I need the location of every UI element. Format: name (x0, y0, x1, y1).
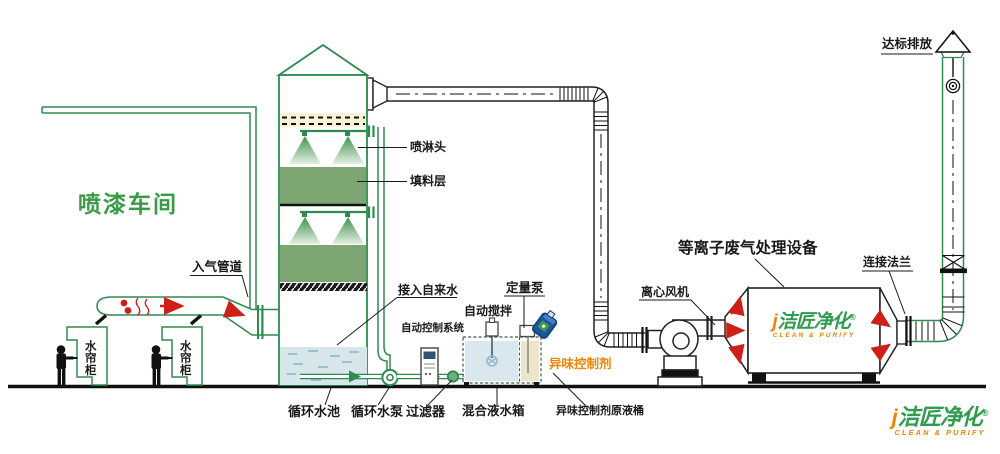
filter-label: 过滤器 (406, 404, 446, 419)
demister-band (280, 113, 366, 127)
flow-arrow (728, 343, 745, 365)
fan-label: 离心风机 (641, 285, 690, 299)
stirrer (485, 317, 499, 367)
brand-logo: j洁匠净化® CLEAN & PURIFY (760, 308, 868, 340)
circulating-pool (280, 347, 367, 385)
logo-tagline: CLEAN & PURIFY (772, 332, 856, 340)
main-exhaust-duct (386, 86, 648, 353)
exhaust-stack (905, 29, 972, 346)
tower-outlet-cone (366, 77, 388, 111)
metering-pump-label: 定量泵 (506, 281, 544, 295)
agent-barrel-label: 异味控制剂原液桶 (556, 405, 644, 417)
filter-unit (446, 370, 460, 383)
logo-name: 洁匠净化 (777, 311, 851, 333)
auto-control-label: 自动控制系统 (401, 322, 464, 334)
workshop-title: 喷漆车间 (78, 191, 178, 217)
spray-cone (332, 217, 364, 244)
brand-logo-corner: j洁匠净化® CLEAN & PURIFY (890, 402, 990, 437)
water-curtain-cabinet (66, 326, 203, 386)
rain-cap (934, 29, 972, 59)
plasma-unit-label: 等离子废气处理设备 (678, 240, 818, 257)
leader-lines (190, 53, 933, 406)
auto-stir-label: 自动搅拌 (464, 304, 513, 318)
spray-cone (289, 217, 321, 244)
water-curtain-label: 水帘柜 (180, 341, 192, 377)
plasma-unit (724, 285, 907, 384)
circulating-pump (381, 368, 399, 387)
control-cabinet (420, 347, 439, 386)
odor-agent-label: 异味控制剂 (549, 357, 612, 371)
flange-label: 连接法兰 (863, 255, 912, 269)
tap-water-label: 接入自来水 (398, 283, 459, 297)
spray-header-lower (289, 210, 367, 244)
logo-reg: ® (981, 408, 989, 418)
logo-reg: ® (849, 313, 856, 322)
workshop-inlet-duct (94, 296, 279, 339)
flow-arrow (870, 309, 891, 328)
agent-barrel (531, 309, 558, 339)
spray-header-upper (289, 129, 367, 164)
riser-pipe (367, 125, 391, 370)
packing-layer-upper (280, 167, 366, 204)
spray-cone (289, 136, 321, 164)
workshop-building (41, 106, 257, 309)
pool-label: 循环水池 (288, 404, 341, 419)
logo-j: j (772, 311, 778, 333)
worker-figure (56, 345, 173, 385)
flow-arrow (870, 343, 891, 362)
circ-pump-label: 循环水泵 (351, 404, 404, 419)
logo-tagline: CLEAN & PURIFY (894, 428, 986, 438)
support-grid (280, 283, 367, 291)
spray-cone (332, 136, 364, 164)
paint-mist (120, 297, 150, 316)
logo-name: 洁匠净化 (897, 404, 983, 430)
flow-arrow (728, 295, 745, 317)
flow-arrow (222, 300, 246, 318)
spray-head-label: 喷淋头 (410, 140, 447, 154)
tower-roof (276, 43, 370, 76)
inlet-duct-label: 入气管道 (192, 260, 243, 274)
mixing-tank (462, 317, 542, 386)
packing-layer-lower (280, 245, 366, 282)
water-curtain-label: 水帘柜 (85, 341, 97, 377)
mix-tank-label: 混合液水箱 (462, 404, 525, 418)
packing-layer-label: 填料层 (410, 174, 447, 188)
logo-j: j (891, 404, 898, 430)
centrifugal-fan (647, 316, 737, 387)
discharge-label: 达标排放 (882, 37, 933, 51)
spray-tower (276, 43, 370, 386)
